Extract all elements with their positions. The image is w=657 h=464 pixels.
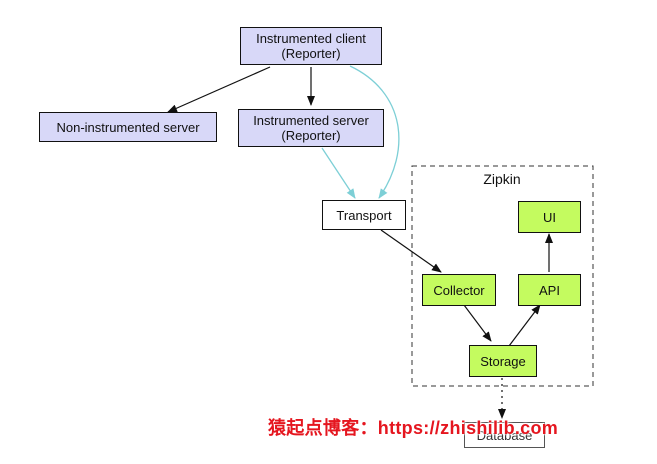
database-node: Database: [464, 422, 545, 448]
zipkin-cluster-label: Zipkin: [483, 171, 521, 187]
zipkin-cluster-border: [411, 165, 594, 387]
ui-node: UI: [518, 201, 581, 233]
storage-node: Storage: [469, 345, 537, 377]
instrumented-client-node: Instrumented client (Reporter): [240, 27, 382, 65]
non-instrumented-server-node: Non-instrumented server: [39, 112, 217, 142]
edge-client-to-transport: [349, 65, 400, 199]
transport-node: Transport: [322, 200, 406, 230]
instrumented-server-node: Instrumented server (Reporter): [238, 109, 384, 147]
edge-instrumented-server-to-transport: [321, 147, 356, 199]
edge-client-to-non-instrumented-server: [167, 66, 271, 113]
edge-storage-to-api: [508, 304, 541, 347]
edge-transport-to-collector: [380, 229, 442, 273]
collector-node: Collector: [422, 274, 496, 306]
watermark-text: 猿起点博客：https://zhishilib.com: [268, 418, 559, 438]
api-node: API: [518, 274, 581, 306]
edge-collector-to-storage: [463, 304, 492, 342]
